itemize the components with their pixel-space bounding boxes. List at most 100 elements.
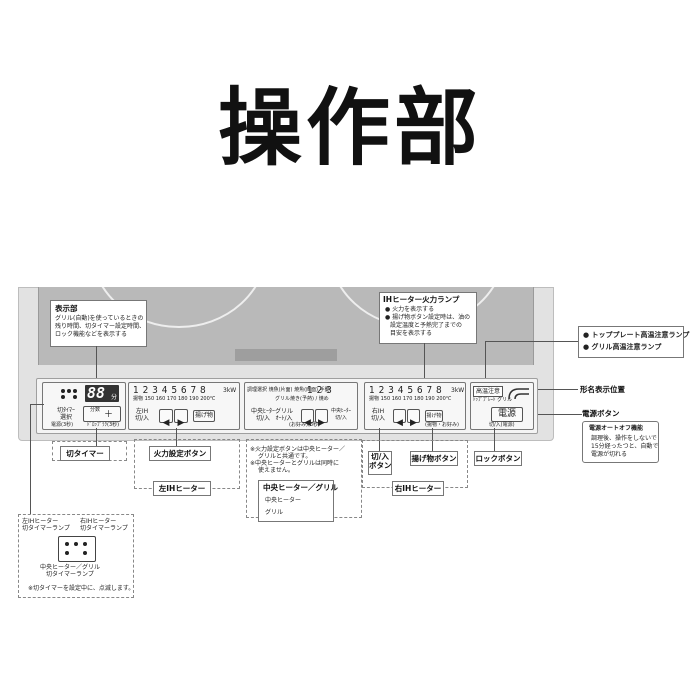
grill-auto-label: グリル ｵｰﾄ/入 — [275, 408, 293, 422]
page-title: 操作部 — [217, 78, 482, 177]
ih-lamp-callout: IHヒーター火力ランプ ● 火力を表示する ● 揚げ物ボタン設定時は、油の 設定… — [379, 292, 477, 344]
center-group-item: グリル — [265, 509, 284, 516]
right-ih-section: 1 2 3 4 5 6 7 8 3kW 揚物 150 160 170 180 1… — [364, 382, 466, 430]
left-timer-lamp-label-line: 切タイマーランプ — [22, 525, 70, 532]
left-ih-heater-label: 左IHヒーター — [153, 481, 211, 496]
timer-sub-label: ﾄﾞﾛｯﾌﾟﾗｸ(3秒) — [87, 422, 120, 428]
timer-lamps-note: ※切タイマーを設定中に、点滅します。 — [28, 585, 135, 592]
grill-lamp-label: ● グリル高温注意ランプ — [583, 343, 662, 351]
timer-lamp-dot — [65, 551, 69, 555]
timer-lamp-dot — [67, 389, 71, 393]
power-button[interactable]: 電源 — [491, 407, 523, 422]
lock-button-label: ロックボタン — [474, 451, 522, 466]
ih-lamp-line: ● 火力を表示する — [385, 306, 435, 313]
leader-line — [485, 341, 578, 342]
timer-lamp-dot — [83, 551, 87, 555]
center-sub-label: グリル焼き(予熱) / 焼め — [275, 396, 329, 402]
ih-lamp-line: 目安を表示する — [390, 330, 433, 337]
center-note: ※火力設定ボタンは中央ヒーター／ グリルと共通です。 ※中央ヒーターとグリルは同… — [250, 446, 345, 474]
right-ih-heater-label: 右IHヒーター — [392, 481, 444, 496]
triangle-left-icon: ◀ — [396, 418, 403, 428]
left-ih-section: 1 2 3 4 5 6 7 8 3kW 揚物 150 160 170 180 1… — [128, 382, 240, 430]
center-heater-on-off-label-line: 中央ﾋｰﾀｰ — [251, 408, 276, 415]
triangle-right-icon: ▶ — [410, 418, 417, 428]
left-heat-down-button[interactable]: ◀ — [159, 409, 173, 428]
center-small-label: (お好み)(3秒) — [289, 422, 320, 428]
center-group-item: 中央ヒーター — [265, 497, 302, 504]
left-fry-button[interactable]: 揚げ物 — [193, 410, 215, 422]
leader-line — [424, 343, 425, 380]
leader-line — [30, 404, 31, 514]
right-fry-button[interactable]: 揚げ物 — [425, 410, 443, 422]
center-note-line: ※火力設定ボタンは中央ヒーター／ — [250, 446, 346, 453]
left-ih-on-off-label-line: 切/入 — [135, 415, 150, 422]
right-ih-on-off-label-line: 切/入 — [371, 415, 386, 422]
leader-line — [526, 414, 582, 415]
leader-line — [432, 428, 433, 451]
center-group-callout: 中央ヒーター／グリル 中央ヒーター グリル — [258, 480, 338, 522]
display-callout-title: 表示部 — [55, 304, 78, 313]
left-ih-on-off-label: 左IH 切/入 — [135, 408, 149, 422]
ih-lamp-line: ● 揚げ物ボタン設定時は、油の — [385, 314, 471, 321]
timer-lamp-dot — [61, 389, 65, 393]
display-callout-line: ロック機能などを表示する — [55, 331, 128, 338]
warning-lamp-sub: ﾄｯﾌﾟﾌﾟﾚｰﾄ グリル — [473, 397, 513, 403]
on-off-button-label-line: ボタン — [369, 461, 392, 470]
center-note-line: ※中央ヒーターとグリルは同時に — [250, 460, 340, 467]
timer-sub-label: 電源(3秒) — [51, 422, 74, 428]
plus-icon: ＋ — [104, 410, 114, 420]
high-temp-warning-lamp: 高温注意 — [473, 386, 504, 397]
timer-minutes-button[interactable]: 分数 ＋ — [83, 406, 121, 422]
power-sub-label: 切/入(電源) — [489, 422, 515, 428]
off-timer-label: 切タイマー — [60, 446, 110, 461]
digit-display: 88 分 — [85, 385, 119, 402]
center-timer-lamp-label: 中央ヒーター／グリル 切タイマーランプ — [40, 564, 100, 578]
on-off-button-label: 切/入 ボタン — [368, 451, 392, 475]
leader-line — [485, 341, 486, 381]
triangle-left-icon: ◀ — [304, 418, 311, 428]
right-level-unit: 3kW — [451, 387, 465, 394]
timer-lamps-box — [18, 514, 134, 598]
grill-auto-label-line: ｵｰﾄ/入 — [275, 415, 293, 422]
leader-line — [379, 428, 380, 451]
right-heat-down-button[interactable]: ◀ — [393, 409, 406, 428]
left-level-scale: 1 2 3 4 5 6 7 8 — [133, 385, 207, 396]
center-heater-label-2-line: 中央ﾋｰﾀｰ — [331, 408, 352, 414]
auto-off-line: 電源が切れる — [591, 451, 628, 458]
left-heat-up-button[interactable]: ▶ — [174, 409, 188, 428]
leader-line — [96, 346, 97, 380]
display-callout-line: 残り時間、切タイマー設定時間、 — [55, 323, 146, 330]
timer-select-label: 切ﾀｲﾏｰ 選択 — [57, 407, 75, 421]
timer-minutes-label: 分数 — [90, 407, 101, 413]
center-heater-on-off-label-line: 切/入 — [255, 415, 271, 422]
timer-select-label-line: 選択 — [60, 414, 73, 421]
center-heat-down-button[interactable]: ◀ — [301, 409, 314, 428]
ih-lamp-title: IHヒーター火力ランプ — [383, 295, 460, 304]
timer-lamps-diagram — [58, 536, 96, 562]
leader-line — [524, 389, 578, 390]
right-ih-on-off-label: 右IH 切/入 — [371, 408, 385, 422]
auto-off-line: 調理後、操作をしないで — [591, 435, 657, 442]
center-heat-up-button[interactable]: ▶ — [315, 409, 328, 428]
right-heat-up-button[interactable]: ▶ — [407, 409, 420, 428]
leader-line — [494, 428, 495, 451]
center-timer-lamp-label-line: 中央ヒーター／グリル — [40, 564, 101, 571]
triangle-right-icon: ▶ — [177, 418, 185, 428]
center-note-line: 使えません。 — [258, 467, 294, 474]
center-heater-label-2: 中央ﾋｰﾀｰ 切/入 — [331, 408, 351, 422]
display-digits: 88 — [87, 384, 106, 402]
center-mode-labels: 調理選択 焼魚(片面) 焼魚(両面) 手動 — [247, 387, 330, 393]
timer-lamp-dot — [73, 389, 77, 393]
timer-lamp-dot — [61, 395, 65, 399]
leader-line — [176, 428, 177, 446]
right-ih-on-off-label-line: 右IH — [371, 408, 385, 415]
left-timer-lamp-label: 左IHヒーター 切タイマーランプ — [22, 518, 70, 532]
top-plate-lamp-label: ● トッププレート高温注意ランプ — [583, 331, 690, 339]
timer-lamp-dot — [65, 542, 69, 546]
left-timer-lamp-label-line: 左IHヒーター — [22, 518, 59, 525]
center-level-scale: 1 2 3 — [307, 385, 333, 396]
model-label: 形名表示位置 — [580, 385, 625, 394]
display-callout-line: グリル(自動)を使っているときの — [55, 315, 144, 322]
right-temp-scale: 揚物 150 160 170 180 190 200℃ — [369, 396, 452, 402]
display-callout: 表示部 グリル(自動)を使っているときの 残り時間、切タイマー設定時間、 ロック… — [50, 300, 147, 347]
